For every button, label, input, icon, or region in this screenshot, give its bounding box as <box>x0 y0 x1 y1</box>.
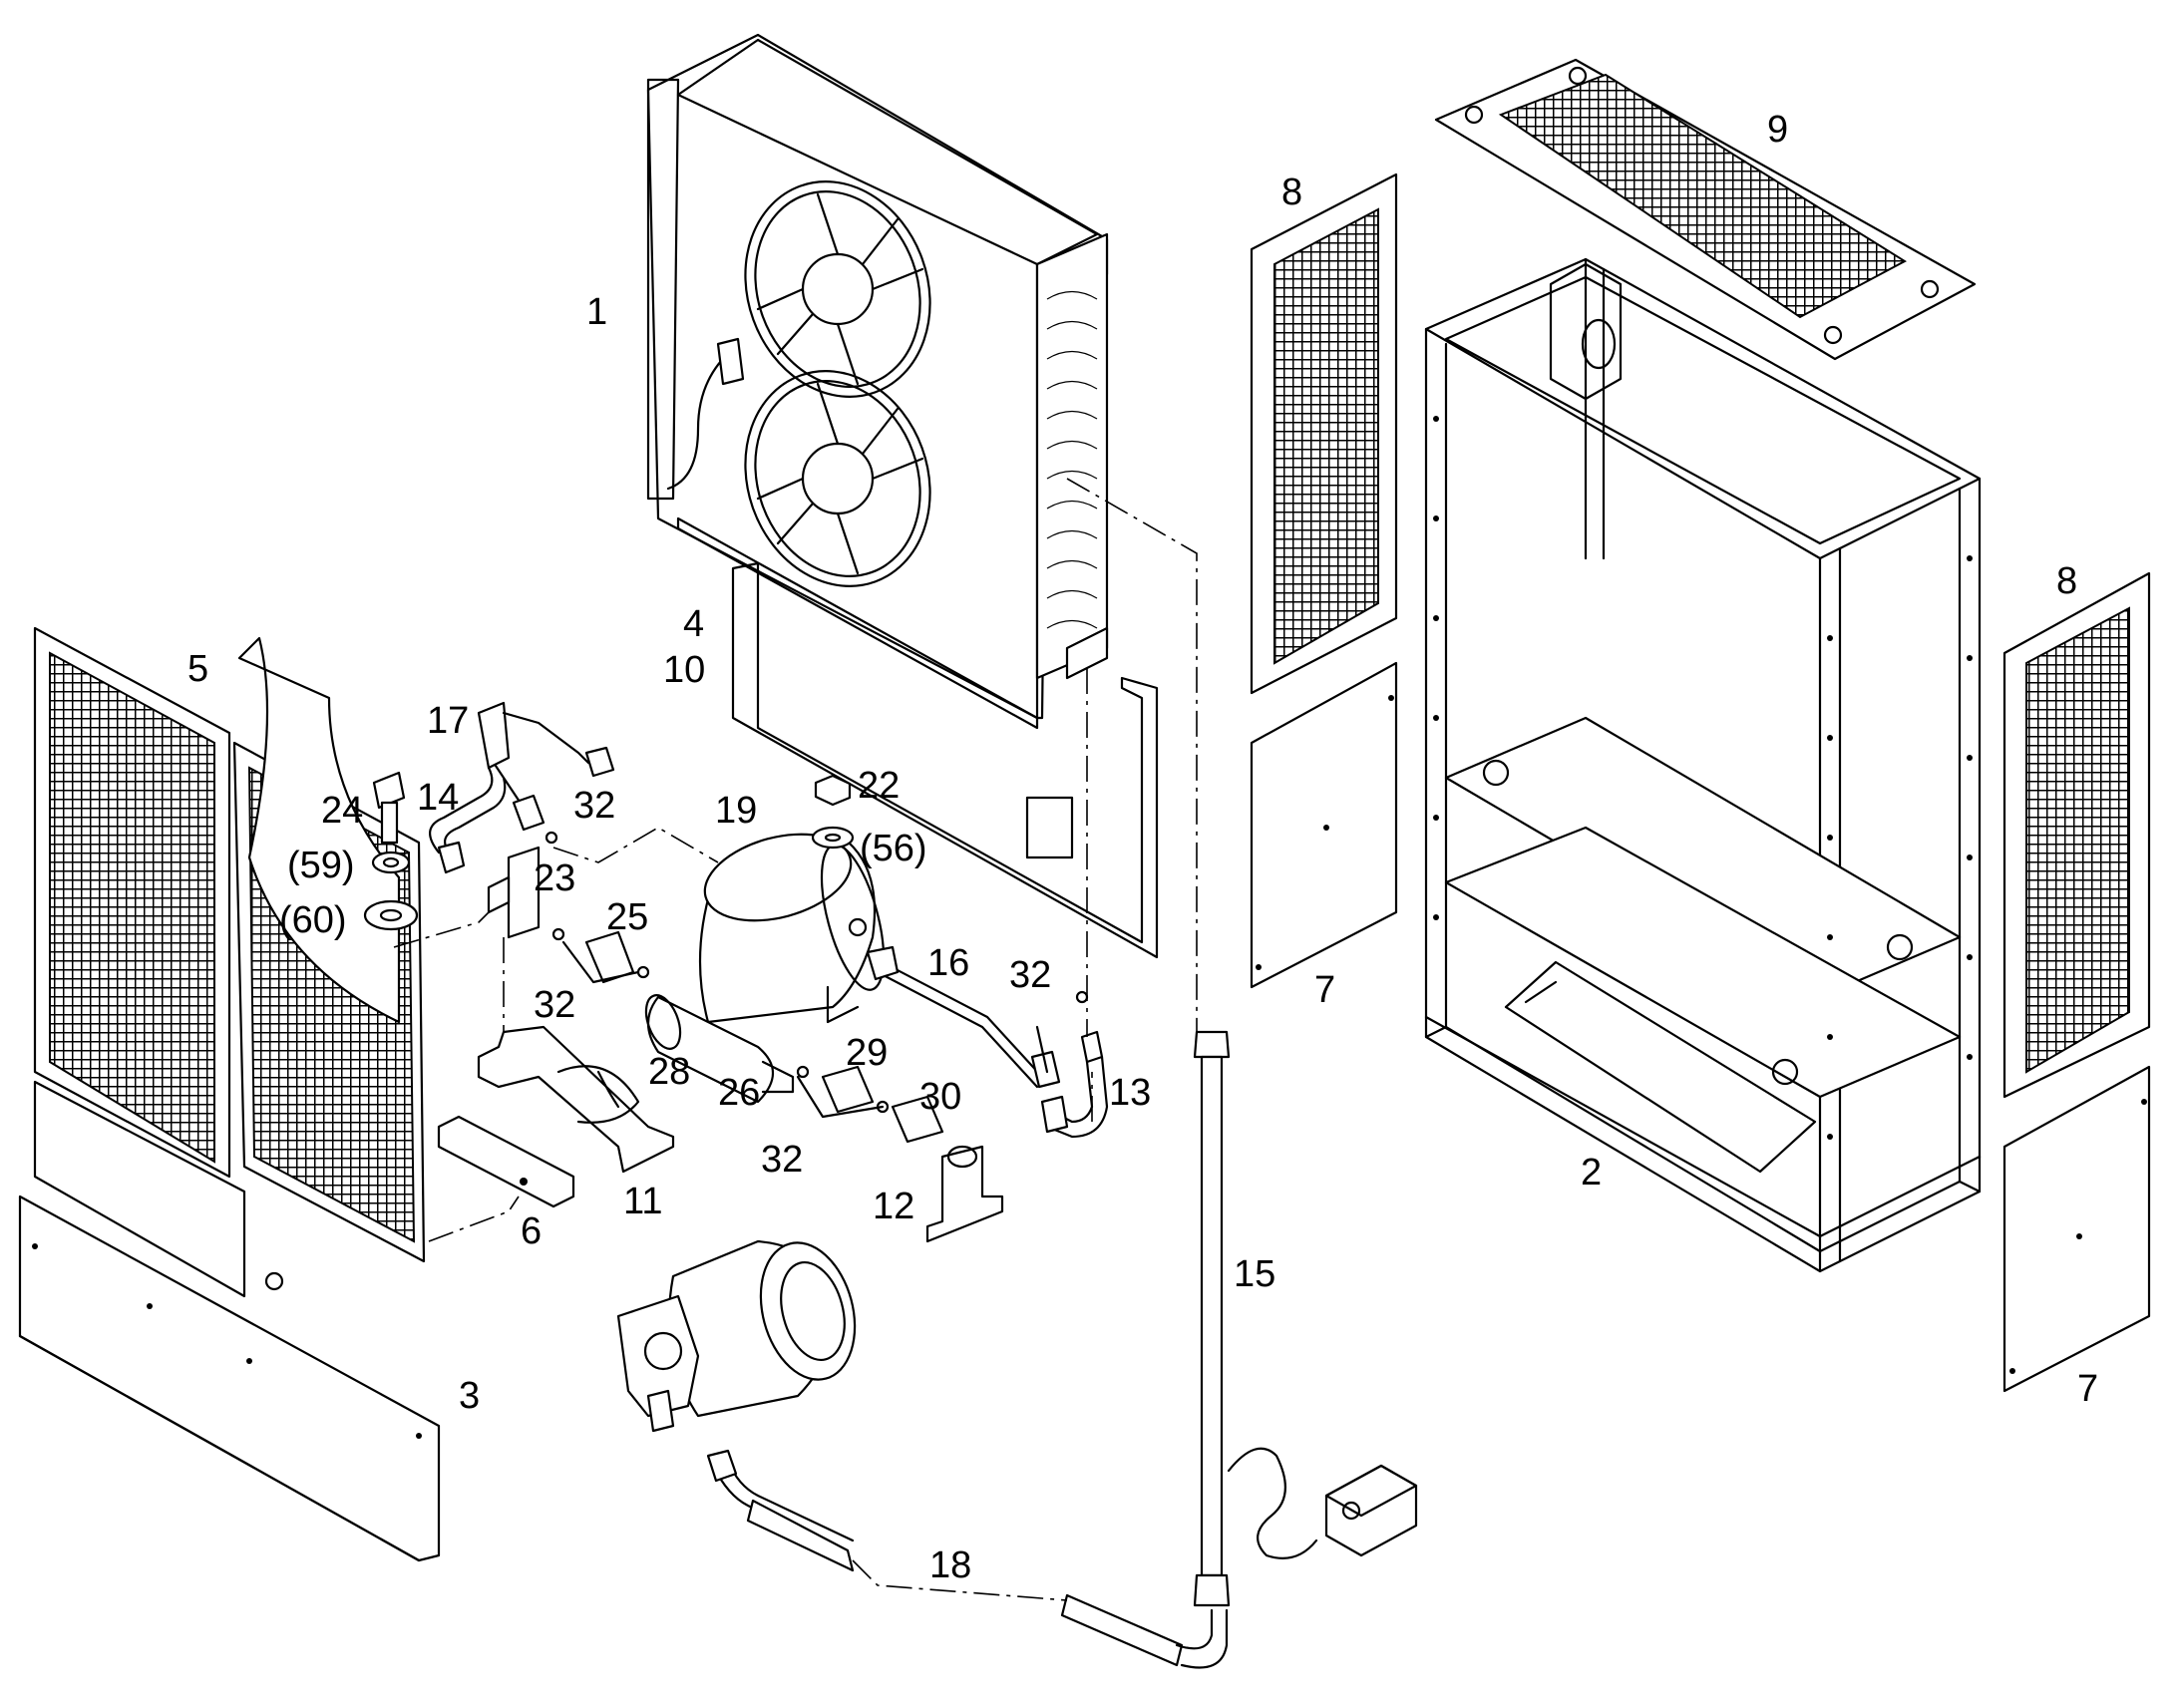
pipe-16 <box>866 945 1061 1089</box>
callout-13: 13 <box>1109 1072 1151 1114</box>
sensor-module <box>1227 1447 1418 1559</box>
leader-lines <box>393 478 1198 1601</box>
callout-12: 12 <box>873 1186 914 1227</box>
cabinet-frame <box>1424 257 1982 1273</box>
top-mesh-cover <box>1434 58 1977 361</box>
callout-15: 15 <box>1234 1253 1275 1295</box>
callout-14: 14 <box>417 777 459 819</box>
nut-and-washer <box>811 774 855 850</box>
callout-28: 28 <box>648 1051 690 1093</box>
callout-1: 1 <box>586 291 607 333</box>
callout-4: 4 <box>683 603 704 645</box>
callout-10: 10 <box>663 649 705 691</box>
callout-59: (59) <box>287 845 355 886</box>
callout-8-left: 8 <box>1281 171 1302 213</box>
callout-2: 2 <box>1581 1152 1602 1194</box>
frame-rivets <box>1433 416 1973 1140</box>
callout-labels: 1 2 3 4 10 5 6 7 7 8 8 9 11 12 13 14 15 … <box>187 109 2098 1586</box>
bolt-and-washers <box>363 771 419 931</box>
side-blank-panel-right <box>2002 1065 2151 1393</box>
callout-32-d: 32 <box>1009 954 1051 996</box>
mounting-bar <box>437 1115 575 1208</box>
callout-5: 5 <box>187 648 208 690</box>
liquid-line-pipe <box>1193 1030 1231 1607</box>
callout-60: (60) <box>279 899 347 941</box>
discharge-hose <box>706 1449 1229 1669</box>
front-mesh-panel <box>33 626 426 1263</box>
callout-7-left: 7 <box>1314 969 1335 1011</box>
side-blank-panel-left <box>1250 661 1398 989</box>
callout-pointers <box>561 940 1049 1119</box>
callout-56: (56) <box>860 828 927 869</box>
side-mesh-panel-left <box>1250 172 1398 695</box>
callout-17: 17 <box>427 700 469 742</box>
callout-7-right: 7 <box>2077 1368 2098 1410</box>
callout-23: 23 <box>534 857 575 899</box>
gasket-frame <box>731 561 1159 959</box>
callout-24: 24 <box>321 790 363 832</box>
elbow-fitting <box>1040 1030 1109 1139</box>
callout-6: 6 <box>521 1210 542 1252</box>
callout-8-right: 8 <box>2056 560 2077 602</box>
pressure-switch <box>477 701 615 778</box>
callout-32-c: 32 <box>761 1139 803 1181</box>
lower-cover-panel <box>18 1080 441 1562</box>
drier-filter <box>644 994 795 1104</box>
callout-32-b: 32 <box>534 984 575 1026</box>
callout-32-a: 32 <box>573 785 615 827</box>
side-mesh-panel-right <box>2002 571 2151 1099</box>
pipe-clamp-bracket <box>925 1145 1004 1243</box>
callout-26: 26 <box>718 1072 760 1114</box>
receiver-drum <box>698 833 886 1024</box>
callout-29: 29 <box>846 1032 888 1074</box>
callout-25: 25 <box>606 896 648 938</box>
pipe-14 <box>429 761 545 874</box>
condenser-coil <box>1046 290 1098 629</box>
fan-upper <box>744 180 931 398</box>
fittings <box>487 831 1089 1144</box>
callout-18: 18 <box>929 1544 971 1586</box>
fan-lower <box>744 370 931 587</box>
callout-9: 9 <box>1767 109 1788 151</box>
callout-22: 22 <box>858 765 900 807</box>
callout-3: 3 <box>459 1375 480 1417</box>
callout-11: 11 <box>623 1181 662 1222</box>
callout-16: 16 <box>927 942 969 984</box>
callout-19: 19 <box>715 790 757 832</box>
callout-30: 30 <box>919 1076 961 1118</box>
condenser-fan-assembly <box>646 33 1109 730</box>
compressor <box>616 1239 857 1433</box>
